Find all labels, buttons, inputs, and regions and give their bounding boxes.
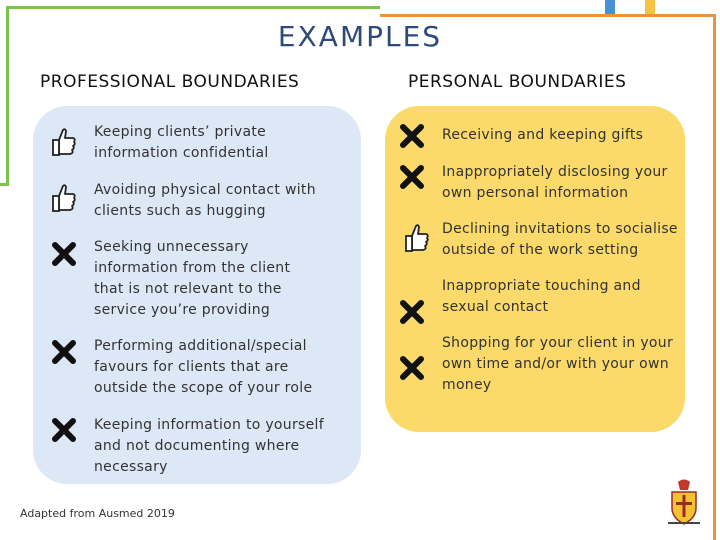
- list-item: Declining invitations to socialise outsi…: [442, 221, 678, 258]
- professional-heading: PROFESSIONAL BOUNDARIES: [40, 72, 300, 92]
- list-item: Keeping information to yourself and not …: [94, 417, 324, 475]
- crest-logo-icon: [664, 478, 704, 528]
- list-item: Shopping for your client in your own tim…: [442, 335, 674, 393]
- list-item: Receiving and keeping gifts: [442, 127, 644, 143]
- list-item: Avoiding physical contact with clients s…: [94, 182, 316, 219]
- list-item: Performing additional/special favours fo…: [94, 338, 313, 396]
- x-cross-icon: [398, 352, 426, 384]
- list-item: Seeking unnecessary information from the…: [94, 239, 291, 318]
- x-cross-icon: [398, 120, 426, 152]
- credit-note: Adapted from Ausmed 2019: [20, 507, 175, 520]
- deco-blue-block: [605, 0, 615, 14]
- x-cross-icon: [50, 414, 78, 446]
- frame-green-left: [6, 6, 9, 186]
- x-cross-icon: [50, 238, 78, 270]
- personal-heading: PERSONAL BOUNDARIES: [408, 72, 627, 92]
- personal-panel: [385, 106, 685, 432]
- frame-orange-top: [380, 14, 716, 17]
- x-cross-icon: [50, 336, 78, 368]
- thumbs-up-icon: [50, 126, 78, 158]
- list-item: Keeping clients’ private information con…: [94, 124, 269, 161]
- frame-green-stub: [0, 183, 9, 186]
- page-title: EXAMPLES: [277, 20, 443, 53]
- thumbs-up-icon: [403, 222, 431, 254]
- list-item: Inappropriate touching and sexual contac…: [442, 278, 641, 315]
- x-cross-icon: [398, 161, 426, 193]
- x-cross-icon: [398, 296, 426, 328]
- frame-orange-right: [713, 14, 716, 540]
- frame-green-top: [8, 6, 380, 9]
- deco-yellow-block: [645, 0, 655, 14]
- list-item: Inappropriately disclosing your own pers…: [442, 164, 668, 201]
- thumbs-up-icon: [50, 182, 78, 214]
- professional-panel: [33, 106, 361, 484]
